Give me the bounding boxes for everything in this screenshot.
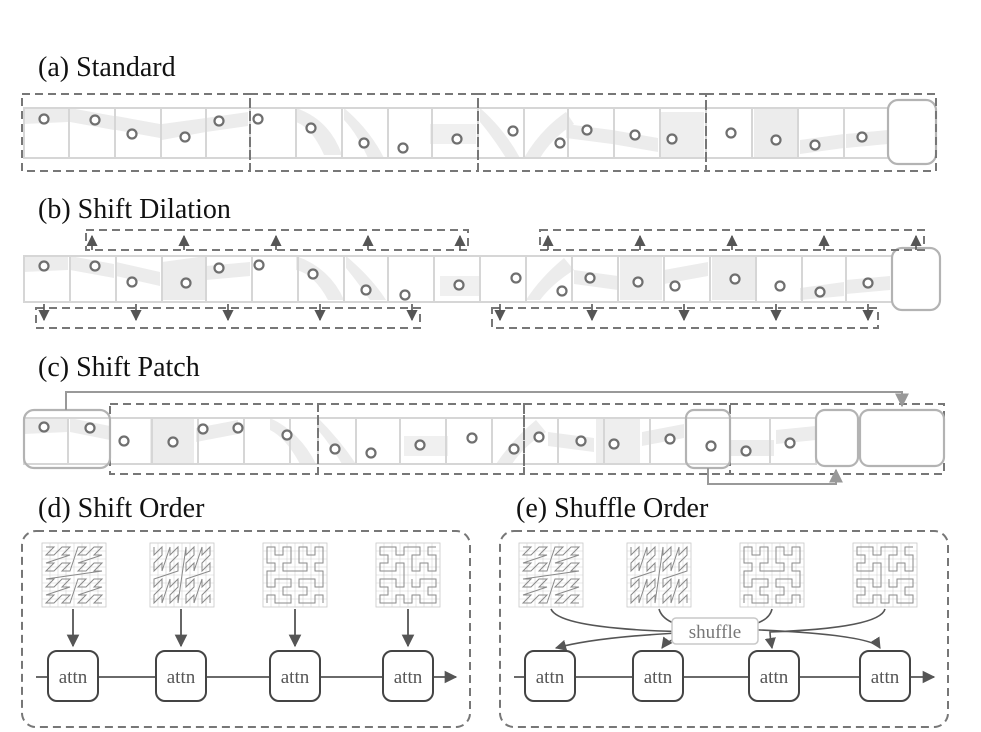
panel-e-title: (e) Shuffle Order bbox=[516, 493, 709, 524]
dilated-group-bottom-right bbox=[491, 304, 879, 329]
padding-box bbox=[814, 408, 860, 468]
panel-d-title: (d) Shift Order bbox=[38, 493, 205, 524]
svg-text:attn: attn bbox=[760, 667, 789, 688]
point-strip-shift-dilation bbox=[23, 229, 942, 329]
attn-block: attn bbox=[524, 650, 576, 702]
space-filling-curve-icon bbox=[852, 542, 918, 608]
point-strip-shift-patch bbox=[22, 391, 946, 485]
attention-windows bbox=[21, 93, 937, 172]
point-markers bbox=[38, 421, 796, 459]
padding-box bbox=[890, 246, 942, 312]
svg-text:attn: attn bbox=[644, 667, 673, 688]
shift-order-panel: attn attn attn attn bbox=[21, 530, 471, 728]
point-markers bbox=[38, 113, 868, 154]
moved-patch-slot bbox=[858, 408, 946, 468]
svg-text:attn: attn bbox=[59, 667, 88, 688]
density-bands bbox=[24, 256, 890, 300]
density-bands bbox=[24, 108, 888, 158]
attn-block: attn bbox=[859, 650, 911, 702]
panel-a-title: (a) Standard bbox=[38, 52, 176, 83]
svg-text:attn: attn bbox=[167, 667, 196, 688]
point-strip-standard bbox=[21, 93, 938, 172]
attn-block: attn bbox=[269, 650, 321, 702]
space-filling-curve-icon bbox=[375, 542, 441, 608]
dilated-group-top-right bbox=[539, 229, 925, 251]
shuffle-order-panel: shuffle attn attn attn attn bbox=[499, 530, 949, 728]
dilated-group-top-left bbox=[85, 229, 469, 251]
attn-block: attn bbox=[155, 650, 207, 702]
point-markers bbox=[38, 259, 874, 301]
space-filling-curve-icon bbox=[518, 542, 584, 608]
panel-e-frame bbox=[499, 530, 949, 728]
dilated-group-bottom-left bbox=[35, 304, 421, 329]
attn-block: attn bbox=[47, 650, 99, 702]
panel-c-title: (c) Shift Patch bbox=[38, 352, 200, 383]
space-filling-curve-icon bbox=[626, 542, 692, 608]
space-filling-curve-icon bbox=[41, 542, 107, 608]
svg-text:attn: attn bbox=[536, 667, 565, 688]
panel-d-frame bbox=[21, 530, 471, 728]
shift-arrow-bottom bbox=[707, 468, 843, 485]
attn-block: attn bbox=[632, 650, 684, 702]
attn-block: attn bbox=[748, 650, 800, 702]
svg-text:attn: attn bbox=[871, 667, 900, 688]
order-arrows bbox=[66, 609, 415, 648]
svg-text:attn: attn bbox=[281, 667, 310, 688]
panel-b-title: (b) Shift Dilation bbox=[38, 194, 231, 225]
attn-block: attn bbox=[382, 650, 434, 702]
space-filling-curve-icon bbox=[149, 542, 215, 608]
space-filling-curve-icon bbox=[262, 542, 328, 608]
padding-box bbox=[886, 98, 938, 166]
svg-text:attn: attn bbox=[394, 667, 423, 688]
space-filling-curve-icon bbox=[739, 542, 805, 608]
shift-arrow-top bbox=[65, 391, 909, 410]
shuffle-box bbox=[671, 617, 759, 645]
shuffle-label: shuffle bbox=[689, 622, 741, 643]
